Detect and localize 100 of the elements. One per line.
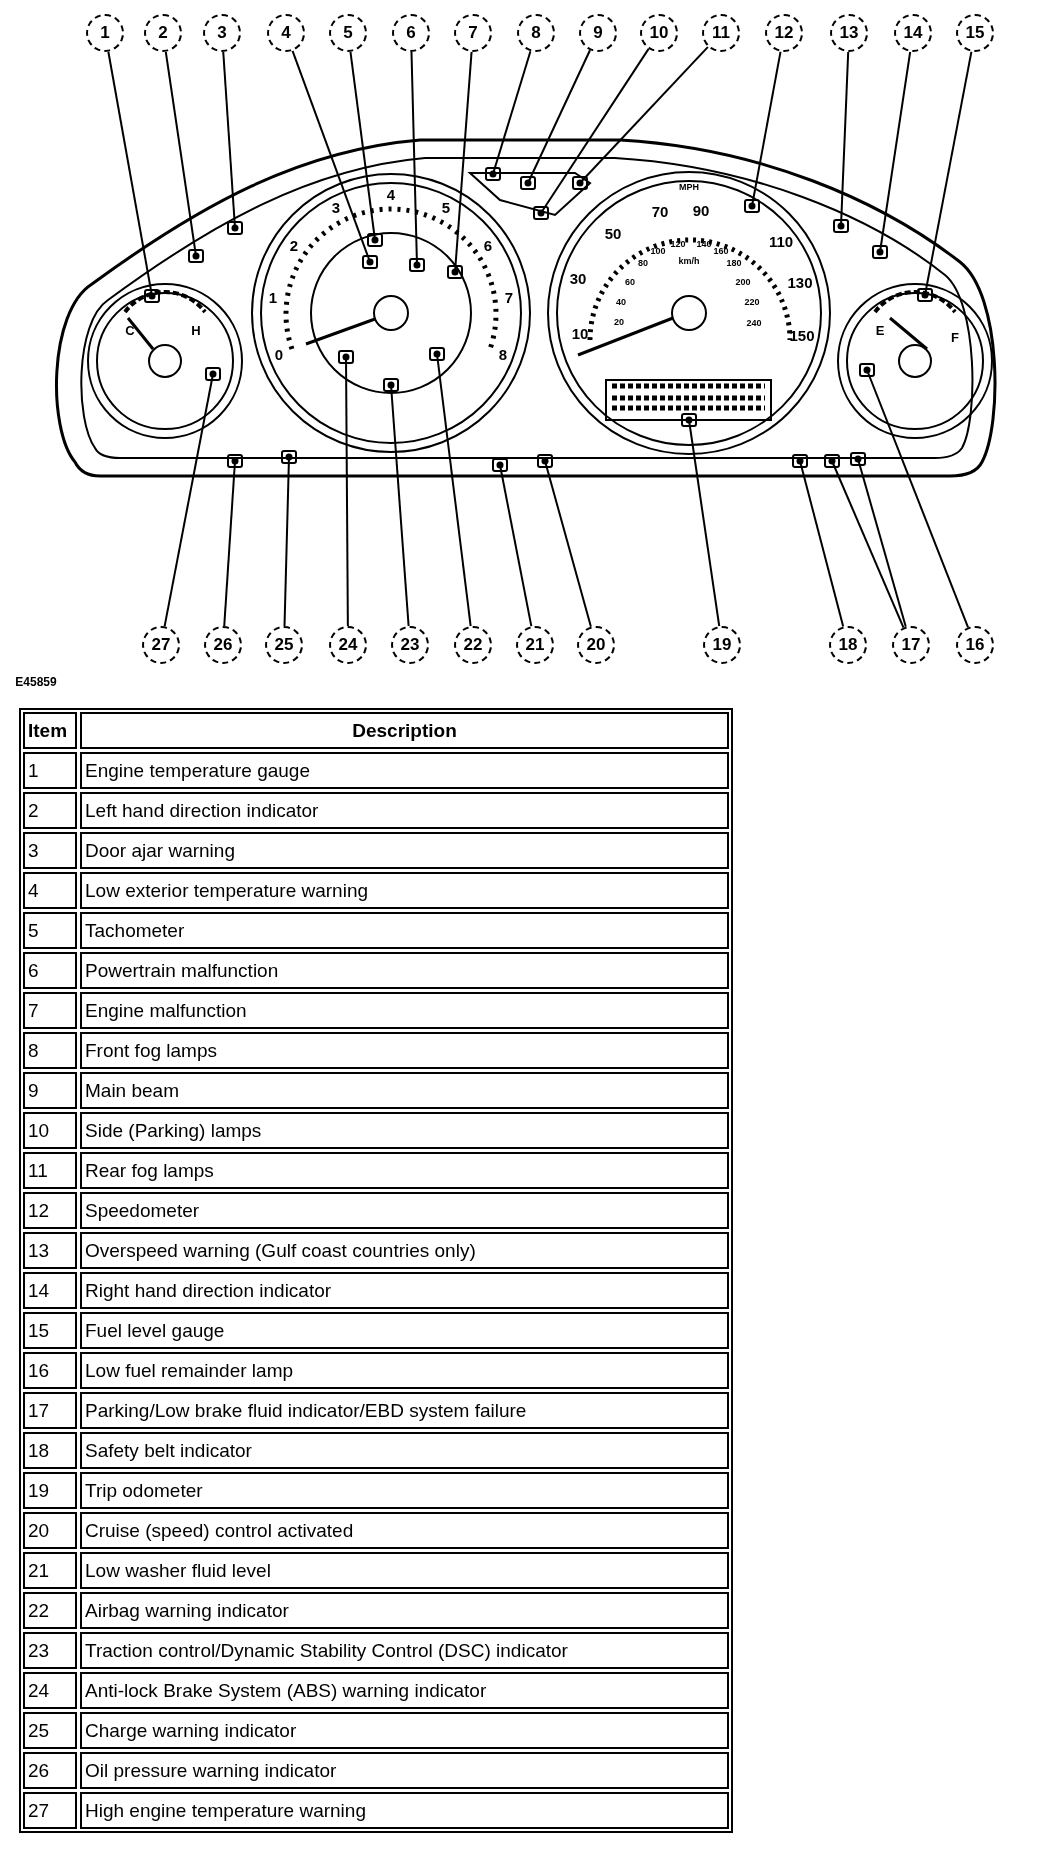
- scale-number: 130: [787, 274, 813, 290]
- table-cell: Overspeed warning (Gulf coast countries only): [80, 1232, 729, 1269]
- leader-line: [451, 50, 473, 276]
- table-cell: 17: [23, 1392, 77, 1429]
- scale-number: H: [191, 323, 201, 337]
- scale-number: 7: [504, 289, 514, 305]
- leader-line: [576, 45, 709, 187]
- scale-number: 5: [441, 199, 451, 215]
- scale-number: 1: [268, 289, 278, 305]
- table-cell: Tachometer: [80, 912, 729, 949]
- scale-number: E: [875, 323, 885, 337]
- leader-line: [163, 370, 217, 628]
- callout-number: 1: [86, 14, 124, 52]
- scale-number: 160: [713, 246, 729, 256]
- scale-number: 2: [289, 237, 299, 253]
- table-cell: 13: [23, 1232, 77, 1269]
- leader-line: [349, 50, 379, 244]
- figure-code: E45859: [15, 676, 57, 688]
- table-cell: 1: [23, 752, 77, 789]
- callout-number: 5: [329, 14, 367, 52]
- leader-line: [748, 50, 782, 210]
- table-cell: Side (Parking) lamps: [80, 1112, 729, 1149]
- leader-line: [537, 47, 650, 217]
- callout-number: 26: [204, 626, 242, 664]
- table-cell: 27: [23, 1792, 77, 1829]
- table-cell: 6: [23, 952, 77, 989]
- column-header: Item: [23, 712, 77, 749]
- leader-line: [863, 366, 970, 629]
- table-cell: 22: [23, 1592, 77, 1629]
- leader-line: [164, 50, 200, 260]
- table-cell: 14: [23, 1272, 77, 1309]
- leader-line: [837, 51, 850, 230]
- table-cell: 19: [23, 1472, 77, 1509]
- leader-line: [410, 51, 421, 269]
- callout-number: 3: [203, 14, 241, 52]
- callout-number: 7: [454, 14, 492, 52]
- leader-line: [489, 50, 532, 178]
- table-cell: 21: [23, 1552, 77, 1589]
- leader-line: [685, 416, 721, 628]
- table-cell: Engine malfunction: [80, 992, 729, 1029]
- scale-number: 140: [696, 239, 712, 249]
- callout-number: 16: [956, 626, 994, 664]
- leader-line: [828, 457, 905, 629]
- table-cell: 16: [23, 1352, 77, 1389]
- callout-number: 25: [265, 626, 303, 664]
- scale-number: 3: [331, 199, 341, 215]
- table-cell: 2: [23, 792, 77, 829]
- leader-line: [921, 50, 973, 299]
- table-cell: 20: [23, 1512, 77, 1549]
- scale-number: 150: [789, 327, 815, 343]
- scale-number: 50: [604, 225, 622, 241]
- callout-number: 12: [765, 14, 803, 52]
- table-cell: 24: [23, 1672, 77, 1709]
- scale-number: 60: [625, 277, 635, 287]
- leader-line: [107, 50, 156, 300]
- table-cell: Right hand direction indicator: [80, 1272, 729, 1309]
- table-cell: 9: [23, 1072, 77, 1109]
- callout-number: 23: [391, 626, 429, 664]
- table-cell: Charge warning indicator: [80, 1712, 729, 1749]
- scale-number: 70: [651, 203, 669, 219]
- table-cell: Trip odometer: [80, 1472, 729, 1509]
- leader-line: [876, 50, 912, 256]
- table-cell: Door ajar warning: [80, 832, 729, 869]
- leader-line: [223, 457, 239, 628]
- table-cell: Low washer fluid level: [80, 1552, 729, 1589]
- leader-line: [222, 50, 239, 232]
- callout-number: 10: [640, 14, 678, 52]
- scale-number: F: [951, 330, 959, 344]
- table-cell: 3: [23, 832, 77, 869]
- leader-line: [433, 350, 472, 628]
- leader-line: [796, 457, 845, 628]
- scale-number: 4: [386, 186, 396, 202]
- callout-number: 8: [517, 14, 555, 52]
- callout-number: 18: [829, 626, 867, 664]
- table-cell: 18: [23, 1432, 77, 1469]
- scale-number: 40: [616, 297, 626, 307]
- table-cell: Low exterior temperature warning: [80, 872, 729, 909]
- callout-number: 24: [329, 626, 367, 664]
- callout-number: 21: [516, 626, 554, 664]
- leader-line: [283, 453, 293, 627]
- scale-number: 90: [692, 202, 710, 218]
- table-cell: 11: [23, 1152, 77, 1189]
- table-cell: Front fog lamps: [80, 1032, 729, 1069]
- table-cell: Parking/Low brake fluid indicator/EBD system failure: [80, 1392, 729, 1429]
- table-cell: 4: [23, 872, 77, 909]
- scale-number: 6: [483, 237, 493, 253]
- table-cell: Rear fog lamps: [80, 1152, 729, 1189]
- scale-number: 20: [614, 317, 624, 327]
- table-cell: Fuel level gauge: [80, 1312, 729, 1349]
- scale-number: km/h: [678, 256, 700, 266]
- table-cell: High engine temperature warning: [80, 1792, 729, 1829]
- table-cell: 7: [23, 992, 77, 1029]
- callout-number: 13: [830, 14, 868, 52]
- scale-number: MPH: [679, 182, 699, 192]
- table-cell: Airbag warning indicator: [80, 1592, 729, 1629]
- callout-number: 19: [703, 626, 741, 664]
- leader-line: [342, 353, 350, 627]
- leader-line: [541, 457, 592, 628]
- table-cell: Traction control/Dynamic Stability Control (DSC) indicator: [80, 1632, 729, 1669]
- table-cell: 5: [23, 912, 77, 949]
